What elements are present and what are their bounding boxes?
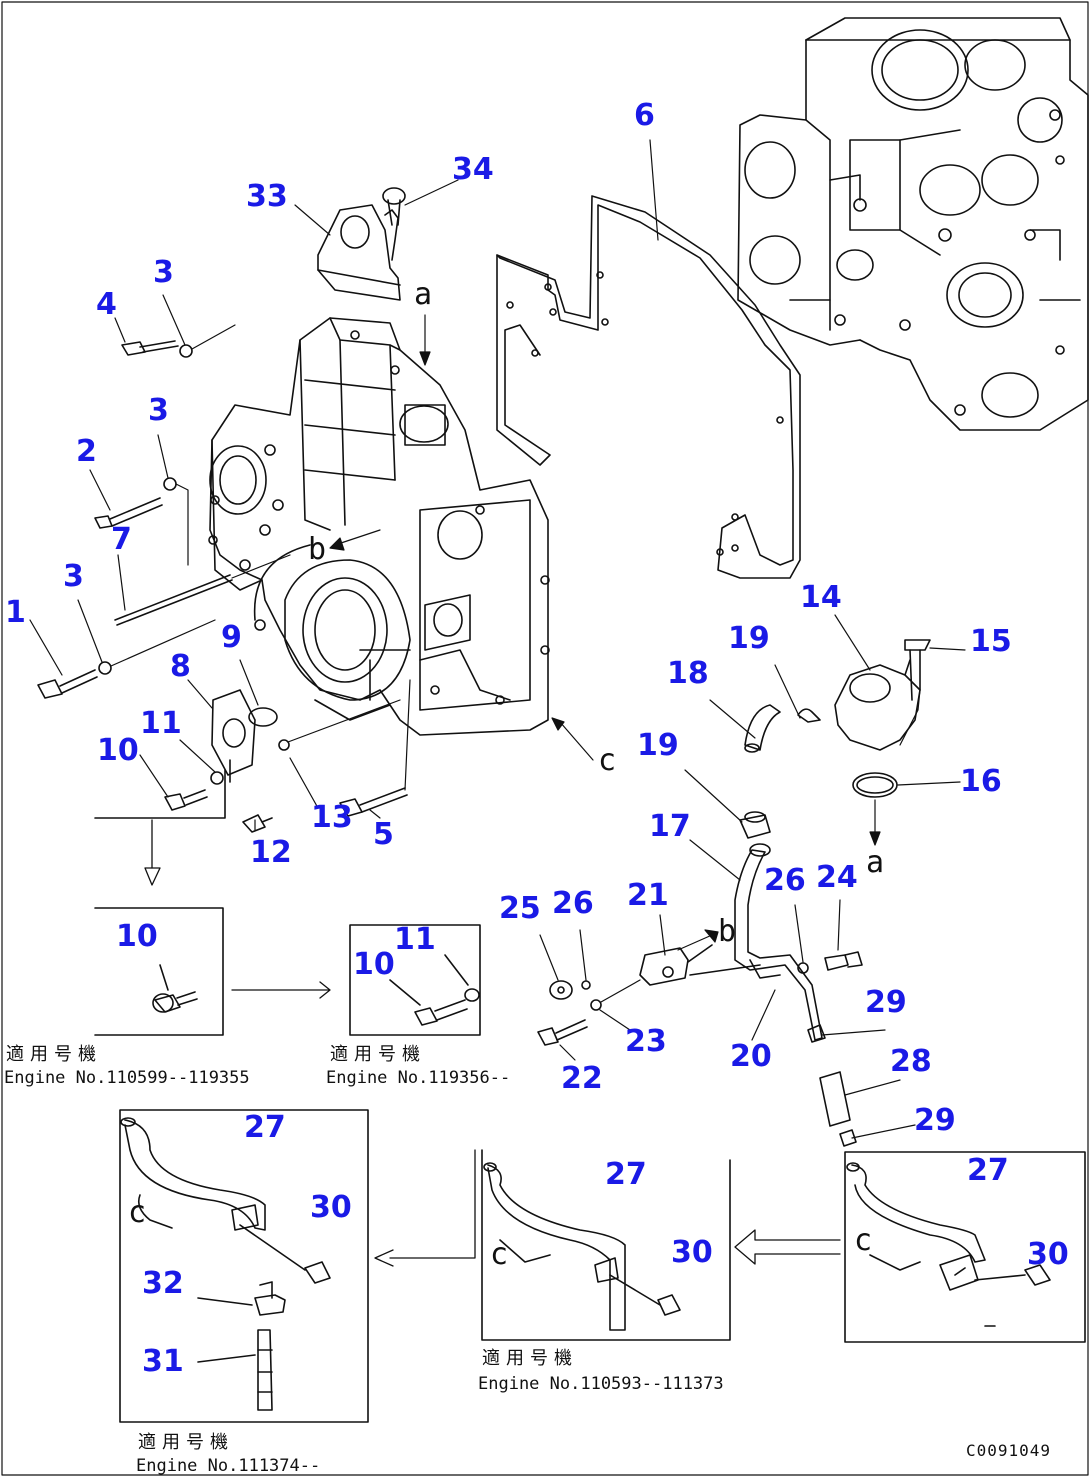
callout-26: 26 (552, 886, 594, 921)
serial-note-jp: 適用号機 (330, 1044, 426, 1065)
serial-note-en: Engine No.110599--119355 (4, 1068, 250, 1088)
serial-note-en: Engine No.111374-- (136, 1456, 321, 1476)
inset-box-3 (120, 1110, 368, 1422)
serial-note-jp: 適用号機 (6, 1044, 102, 1065)
gasket-drawing (497, 196, 800, 578)
ref-letter-c: c (128, 1195, 147, 1230)
callout-25: 25 (499, 891, 541, 926)
callout-5: 5 (373, 817, 394, 852)
callout-4: 4 (96, 287, 117, 322)
callout-29: 29 (914, 1103, 956, 1138)
callout-32: 32 (142, 1266, 184, 1301)
thermostat-housing-drawing (538, 640, 930, 1146)
callout-21: 21 (627, 878, 669, 913)
callout-19: 19 (728, 621, 770, 656)
ref-letter-c: c (854, 1223, 873, 1258)
engine-block-drawing (738, 18, 1088, 430)
callout-2: 2 (76, 434, 97, 469)
callout-12: 12 (250, 835, 292, 870)
callout-3: 3 (63, 559, 84, 594)
drawing-code: C0091049 (966, 1441, 1052, 1460)
callout-34: 34 (452, 152, 494, 187)
ref-letter-a: a (414, 277, 433, 312)
callout-3: 3 (153, 255, 174, 290)
ref-letter-b: b (308, 532, 327, 567)
callout-24: 24 (816, 860, 858, 895)
callout-7: 7 (111, 522, 132, 557)
bolts-left-drawing (38, 325, 410, 832)
inset-box-1 (95, 908, 223, 1035)
ref-letter-b: b (718, 914, 737, 949)
callout-3: 3 (148, 393, 169, 428)
callout-9: 9 (221, 620, 242, 655)
ref-letter-c: c (598, 743, 617, 778)
inset-box-5 (845, 1152, 1085, 1342)
inset-box-4 (482, 1150, 730, 1340)
callout-30: 30 (310, 1190, 352, 1225)
callout-27: 27 (605, 1157, 647, 1192)
callout-19: 19 (637, 728, 679, 763)
callout-27: 27 (244, 1110, 286, 1145)
serial-note-en: Engine No.110593--111373 (478, 1374, 724, 1394)
callout-10: 10 (353, 947, 395, 982)
callout-16: 16 (960, 764, 1002, 799)
callout-1: 1 (5, 595, 26, 630)
callout-17: 17 (649, 809, 691, 844)
flow-arrows (145, 820, 840, 1266)
leader-lines (30, 140, 965, 1138)
callout-14: 14 (800, 580, 842, 615)
gear-case-drawing (209, 318, 549, 735)
callout-10: 10 (116, 919, 158, 954)
callout-11: 11 (140, 706, 182, 741)
callout-30: 30 (1027, 1237, 1069, 1272)
callout-30: 30 (671, 1235, 713, 1270)
callout-26: 26 (764, 863, 806, 898)
callout-31: 31 (142, 1344, 184, 1379)
bracket-33-drawing (318, 188, 405, 300)
callout-18: 18 (667, 656, 709, 691)
callout-29: 29 (865, 985, 907, 1020)
callout-23: 23 (625, 1024, 667, 1059)
callout-10: 10 (97, 733, 139, 768)
callout-22: 22 (561, 1061, 603, 1096)
callout-20: 20 (730, 1039, 772, 1074)
callout-11: 11 (394, 922, 436, 957)
callout-13: 13 (311, 800, 353, 835)
callout-15: 15 (970, 624, 1012, 659)
serial-note-jp: 適用号機 (482, 1348, 578, 1369)
callout-6: 6 (634, 98, 655, 133)
inset-box-2 (350, 925, 480, 1035)
callout-33: 33 (246, 179, 288, 214)
callout-28: 28 (890, 1044, 932, 1079)
callout-8: 8 (170, 649, 191, 684)
serial-note-en: Engine No.119356-- (326, 1068, 511, 1088)
ref-letter-c: c (490, 1237, 509, 1272)
serial-note-jp: 適用号機 (138, 1432, 234, 1453)
callout-27: 27 (967, 1153, 1009, 1188)
ref-letter-a: a (866, 845, 885, 880)
